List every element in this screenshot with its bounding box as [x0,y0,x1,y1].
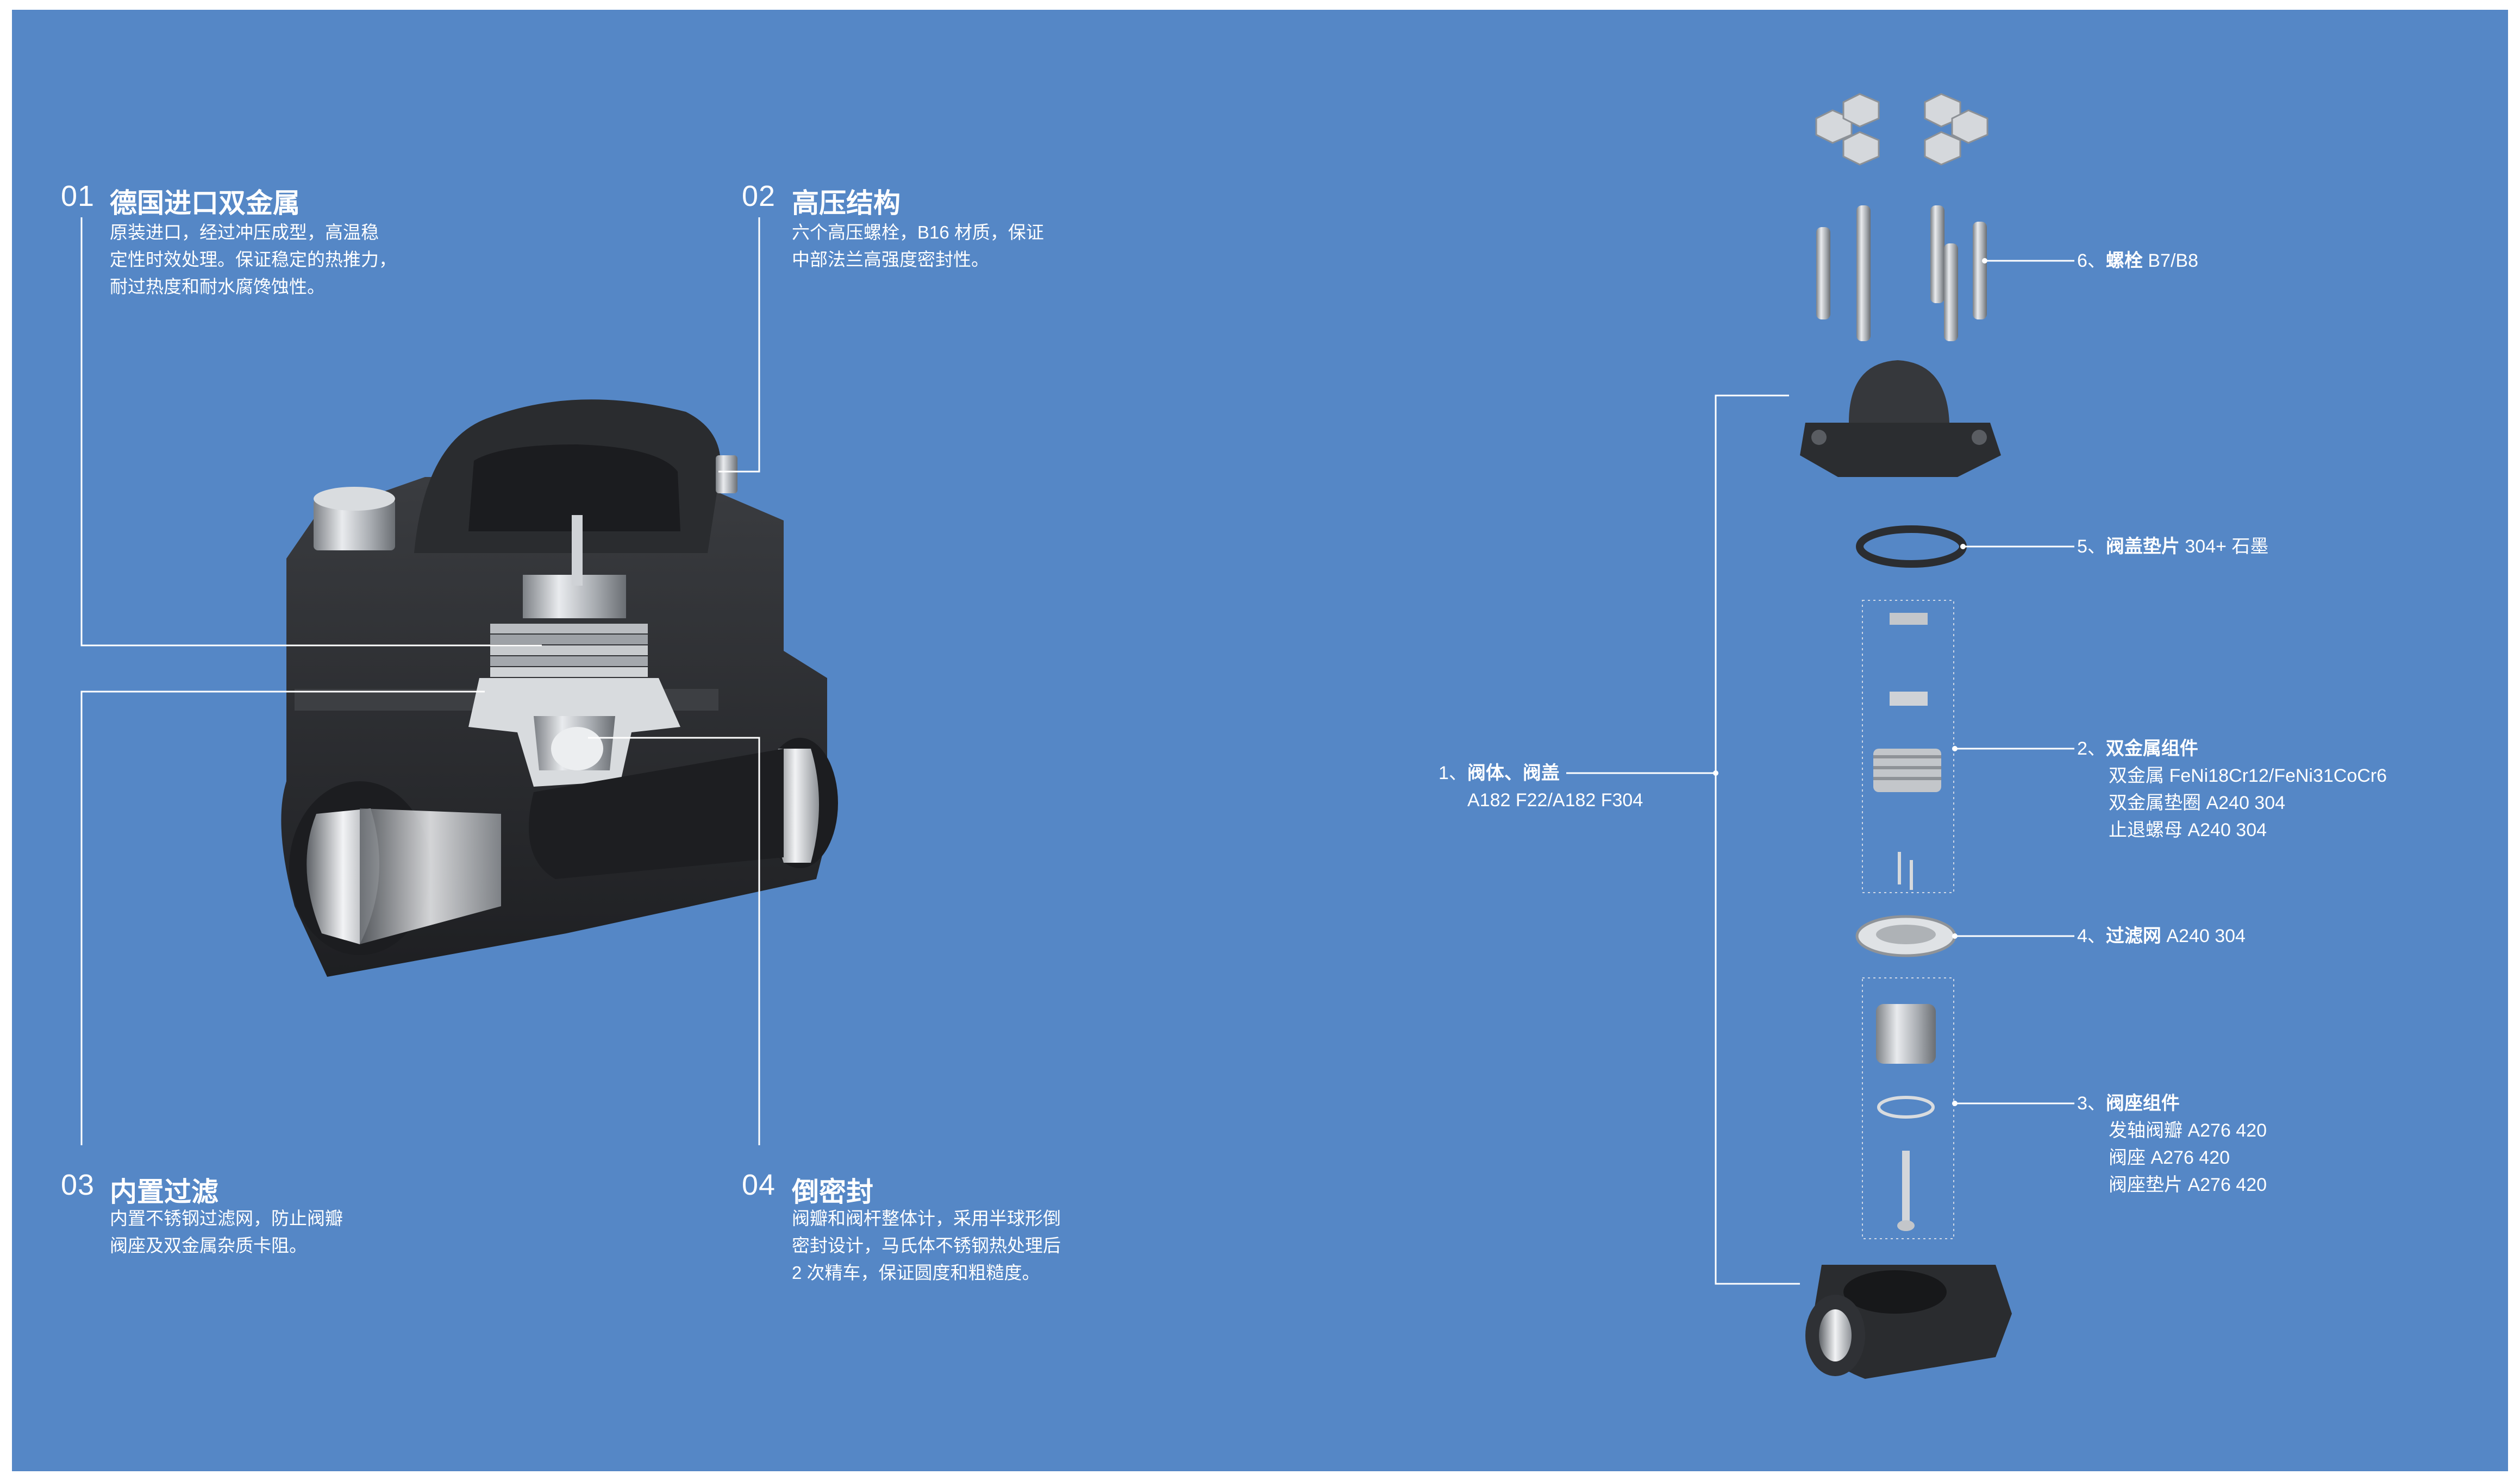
part-6-label: 6、螺栓 B7/B8 [2077,247,2198,274]
part-2-name: 双金属组件 [2105,738,2198,759]
bimetal-stack [490,515,648,677]
feature-03-desc-line: 阀座及双金属杂质卡阻。 [110,1235,307,1256]
part-4-index: 4、 [2077,926,2106,946]
part-4-spec: A240 304 [2161,926,2246,946]
feature-04-desc-line: 密封设计，马氏体不锈钢热处理后 [792,1235,1061,1256]
part-3-sub-line: 阀座 A276 420 [2109,1147,2230,1168]
feature-02-desc: 六个高压螺栓，B16 材质，保证 中部法兰高强度密封性。 [792,219,1044,273]
feature-04-desc-line: 2 次精车，保证圆度和粗糙度。 [792,1263,1040,1283]
part-6-spec: B7/B8 [2142,250,2198,271]
feature-01-desc-line: 耐过热度和耐水腐馋蚀性。 [110,277,325,297]
bimetal-discs [1873,749,1941,792]
part-3-label: 3、阀座组件 [2077,1090,2180,1117]
part-1-sub: A182 F22/A182 F304 [1467,787,1643,814]
feature-04-number: 04 [742,1169,776,1201]
illustration-layer [80,93,2074,1379]
feature-01-title: 德国进口双金属 [110,188,300,218]
gasket [1856,525,1967,568]
feature-03-title: 内置过滤 [110,1177,218,1207]
part-3-sub: 发轴阀瓣 A276 420 阀座 A276 420 阀座垫片 A276 420 [2109,1117,2267,1198]
part-6-name: 螺栓 [2105,250,2143,271]
part-5-name: 阀盖垫片 [2105,536,2180,557]
part-1-index: 1、 [1439,763,1467,783]
part-2-sub-line: 双金属垫圈 A240 304 [2109,793,2286,813]
part-3-index: 3、 [2077,1093,2106,1114]
part-6-index: 6、 [2077,250,2106,271]
feature-04-title: 倒密封 [792,1177,873,1207]
feature-02-desc-line: 六个高压螺栓，B16 材质，保证 [792,222,1044,242]
leader-dots [1713,258,1987,1106]
feature-02-title: 高压结构 [792,188,901,218]
feature-03-desc-line: 内置不锈钢过滤网，防止阀瓣 [110,1208,343,1228]
part-5-spec: 304+ 石墨 [2179,536,2269,557]
feature-03-number: 03 [61,1169,95,1201]
part-1-label: 1、阀体、阀盖 [1439,760,1560,787]
part-3-name: 阀座组件 [2105,1093,2180,1114]
bonnet [1800,360,2001,477]
part-2-sub-line: 止退螺母 A240 304 [2109,820,2267,840]
nuts [1815,93,1989,166]
part-1-name: 阀体、阀盖 [1467,763,1560,783]
feature-03-desc: 内置不锈钢过滤网，防止阀瓣 阀座及双金属杂质卡阻。 [110,1205,343,1259]
feature-04-desc: 阀瓣和阀杆整体计，采用半球形倒 密封设计，马氏体不锈钢热处理后 2 次精车，保证… [792,1205,1061,1287]
part-2-sub: 双金属 FeNi18Cr12/FeNi31CoCr6 双金属垫圈 A240 30… [2109,762,2387,844]
studs [1816,205,1987,341]
feature-02-desc-line: 中部法兰高强度密封性。 [792,249,989,269]
cutaway-valve [281,399,838,977]
feature-01-number: 01 [61,180,95,212]
feature-02-number: 02 [742,180,776,212]
part-3-sub-line: 阀座垫片 A276 420 [2109,1175,2267,1195]
part-4-name: 过滤网 [2105,926,2161,946]
part-5-label: 5、阀盖垫片 304+ 石墨 [2077,533,2268,560]
part-2-sub-line: 双金属 FeNi18Cr12/FeNi31CoCr6 [2109,765,2387,786]
part-5-index: 5、 [2077,536,2106,557]
part-leaders [1566,260,2074,1285]
valve-body [1805,1265,2012,1379]
part-2-label: 2、双金属组件 [2077,735,2198,762]
background-panel: 01 德国进口双金属 原装进口，经过冲压成型，高温稳 定性时效处理。保证稳定的热… [12,10,2508,1471]
part-1-sub-line: A182 F22/A182 F304 [1467,790,1643,811]
feature-04-desc-line: 阀瓣和阀杆整体计，采用半球形倒 [792,1208,1061,1228]
part-3-sub-line: 发轴阀瓣 A276 420 [2109,1120,2267,1141]
feature-01-desc: 原装进口，经过冲压成型，高温稳 定性时效处理。保证稳定的热推力， 耐过热度和耐水… [110,219,397,300]
feature-01-desc-line: 定性时效处理。保证稳定的热推力， [110,249,397,269]
exploded-view [1566,93,2074,1379]
part-4-label: 4、过滤网 A240 304 [2077,923,2246,950]
part-2-index: 2、 [2077,738,2106,759]
feature-01-desc-line: 原装进口，经过冲压成型，高温稳 [110,222,379,242]
feature-leaders [80,217,760,1145]
